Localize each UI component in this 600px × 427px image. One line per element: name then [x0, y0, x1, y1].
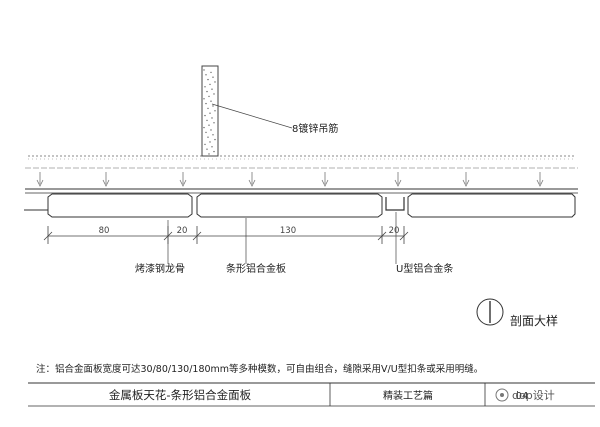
- rod-texture-dot: [213, 122, 215, 124]
- rod-texture-dot: [204, 86, 206, 88]
- title-block: [28, 382, 595, 407]
- rod-texture-dot: [204, 143, 206, 146]
- rod-texture-dot: [209, 83, 211, 86]
- aluminum-panels: [24, 193, 576, 218]
- dim-20-right: 20: [389, 226, 400, 236]
- rod-texture-dot: [210, 100, 212, 102]
- u-strip-label: U型铝合金条: [396, 262, 453, 275]
- rod-texture-dot: [213, 150, 215, 153]
- rod-texture-dot: [213, 93, 215, 95]
- dim-20-left: 20: [177, 226, 188, 236]
- concrete-slab: [28, 155, 575, 160]
- keel-clip: [36, 172, 44, 187]
- rod-texture-dot: [203, 69, 205, 71]
- rod-texture-dot: [210, 129, 212, 131]
- rod-texture-dot: [206, 119, 208, 122]
- rod-texture-dot: [205, 74, 207, 76]
- hanger-label: 8镀锌吊筋: [292, 122, 338, 135]
- rod-texture-dot: [211, 117, 213, 119]
- rod-texture-dot: [208, 95, 210, 98]
- rod-texture-dot: [211, 146, 213, 148]
- rod-texture-dot: [214, 110, 216, 112]
- category-label: 精装工艺篇: [383, 389, 433, 402]
- rod-texture-dot: [209, 141, 211, 143]
- rod-texture-dot: [212, 105, 214, 107]
- keel-clip: [179, 172, 187, 187]
- keel-clip: [394, 172, 402, 187]
- rod-texture-dot: [203, 98, 205, 100]
- section-label: 剖面大样: [510, 313, 558, 328]
- rod-texture-dot: [208, 124, 210, 126]
- keel-clip: [248, 172, 256, 187]
- note-text: 注：铝合金面板宽度可达30/80/130/180mm等多种模数，可自由组合，缝隙…: [36, 363, 483, 375]
- rod-texture-dot: [207, 136, 209, 138]
- rod-texture-dot: [207, 78, 209, 81]
- rod-texture-dot: [204, 114, 206, 117]
- rod-texture-dot: [203, 126, 205, 129]
- keel-label: 烤漆钢龙骨: [135, 262, 185, 275]
- watermark: dop设计: [495, 388, 555, 402]
- rod-texture-dot: [209, 112, 211, 114]
- rod-texture-dot: [214, 81, 216, 83]
- keel-clip: [536, 172, 544, 187]
- rod-texture-dot: [212, 76, 214, 78]
- keel-clip: [462, 172, 470, 187]
- hanger-rod: [201, 65, 219, 157]
- sheet-number: 04: [516, 391, 529, 402]
- drawing-title: 金属板天花-条形铝合金面板: [109, 388, 252, 402]
- hanger-leader: [211, 103, 293, 129]
- panel-label: 条形铝合金板: [226, 262, 286, 275]
- keel-clip: [102, 172, 110, 187]
- keel-clip: [321, 172, 329, 187]
- section-symbol-icon: [476, 298, 504, 326]
- rod-texture-dot: [208, 153, 210, 155]
- rod-texture-dot: [214, 138, 216, 141]
- rod-texture-dot: [211, 88, 213, 90]
- rod-texture-dot: [206, 90, 208, 93]
- dim-130: 130: [280, 226, 296, 236]
- rod-texture-dot: [212, 134, 214, 136]
- rod-texture-dot: [205, 131, 207, 134]
- dim-80: 80: [99, 226, 110, 236]
- watermark-text: dop设计: [512, 389, 555, 402]
- rod-texture-dot: [207, 107, 209, 110]
- rod-texture-dot: [205, 102, 207, 105]
- rod-texture-dot: [210, 71, 212, 74]
- steel-keel: [25, 167, 578, 194]
- rod-texture-dot: [206, 148, 208, 150]
